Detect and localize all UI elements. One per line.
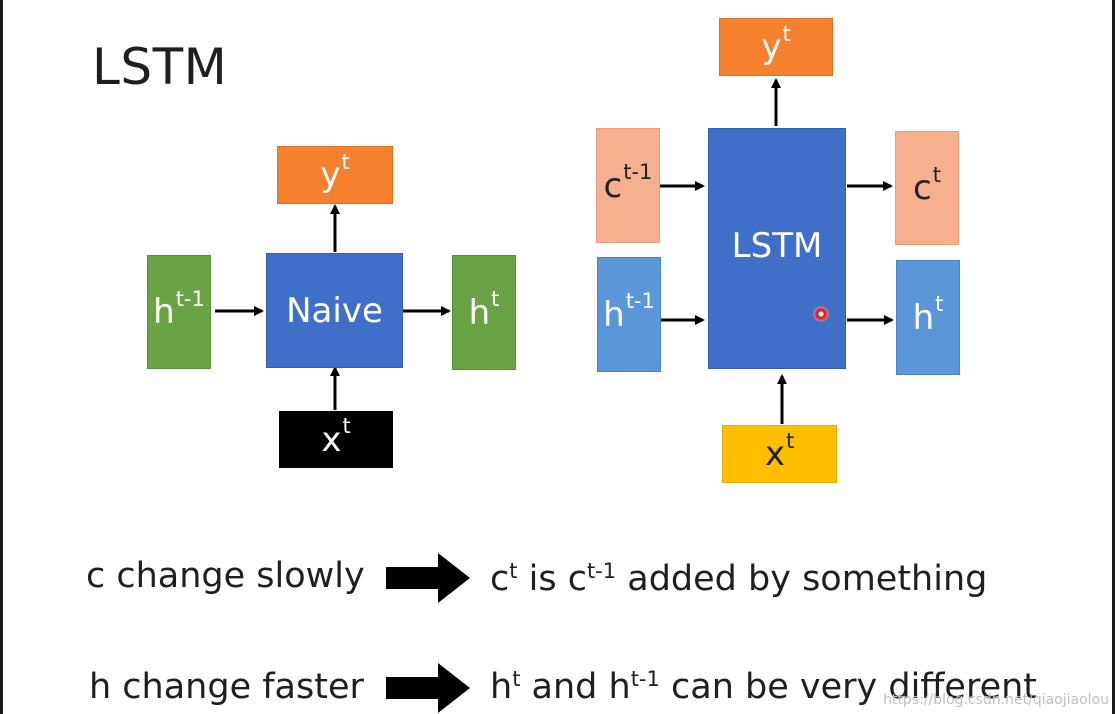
box-sup: t [932, 162, 941, 187]
right-frame-edge [1112, 0, 1115, 714]
note-text: is c [517, 559, 587, 599]
box-sup: t [342, 414, 351, 438]
right-lstm-cell: LSTM [708, 128, 846, 369]
box-base: x [764, 434, 785, 474]
box-base: c [603, 165, 623, 206]
box-sup: t [785, 428, 795, 453]
note-text: c [490, 559, 510, 599]
note-sup: t-1 [586, 559, 617, 583]
box-base: x [321, 419, 342, 460]
box-base: h [468, 292, 491, 333]
box-sup: t [491, 287, 500, 311]
note-2-right: ht and ht-1 can be very different [490, 667, 1037, 707]
note-2-arrow-icon [386, 663, 470, 713]
box-base: h [912, 297, 935, 338]
left-frame-edge [0, 0, 3, 714]
note-text: h [490, 667, 513, 707]
note-1-left: c change slowly [86, 556, 365, 596]
box-sup: t-1 [623, 160, 653, 184]
pointer-cursor-icon [813, 306, 829, 322]
note-text: and h [520, 667, 631, 707]
note-2-left: h change faster [89, 667, 364, 707]
note-sup: t [509, 559, 518, 583]
box-sup: t-1 [175, 286, 205, 311]
box-base: h [603, 294, 625, 335]
note-1-right: ct is ct-1 added by something [490, 559, 987, 599]
box-base: y [320, 155, 341, 195]
box-sup: t-1 [625, 289, 655, 313]
box-sup: t [341, 149, 350, 174]
note-text: can be very different [659, 667, 1038, 707]
note-sup: t [512, 667, 521, 691]
box-base: c [913, 168, 932, 208]
box-sup: t [935, 292, 944, 316]
cell-label: Naive [286, 290, 383, 331]
watermark: https://blog.csdn.net/qiaojiaolou [883, 692, 1109, 708]
box-sup: t [782, 21, 791, 46]
slide-title: LSTM [92, 38, 228, 96]
box-base: y [761, 27, 782, 67]
cell-label: LSTM [731, 226, 823, 266]
note-text: added by something [616, 559, 988, 599]
box-base: h [153, 292, 175, 332]
left-naive-cell: Naive [266, 253, 403, 368]
note-1-arrow-icon [386, 553, 470, 603]
note-sup: t-1 [630, 667, 660, 691]
